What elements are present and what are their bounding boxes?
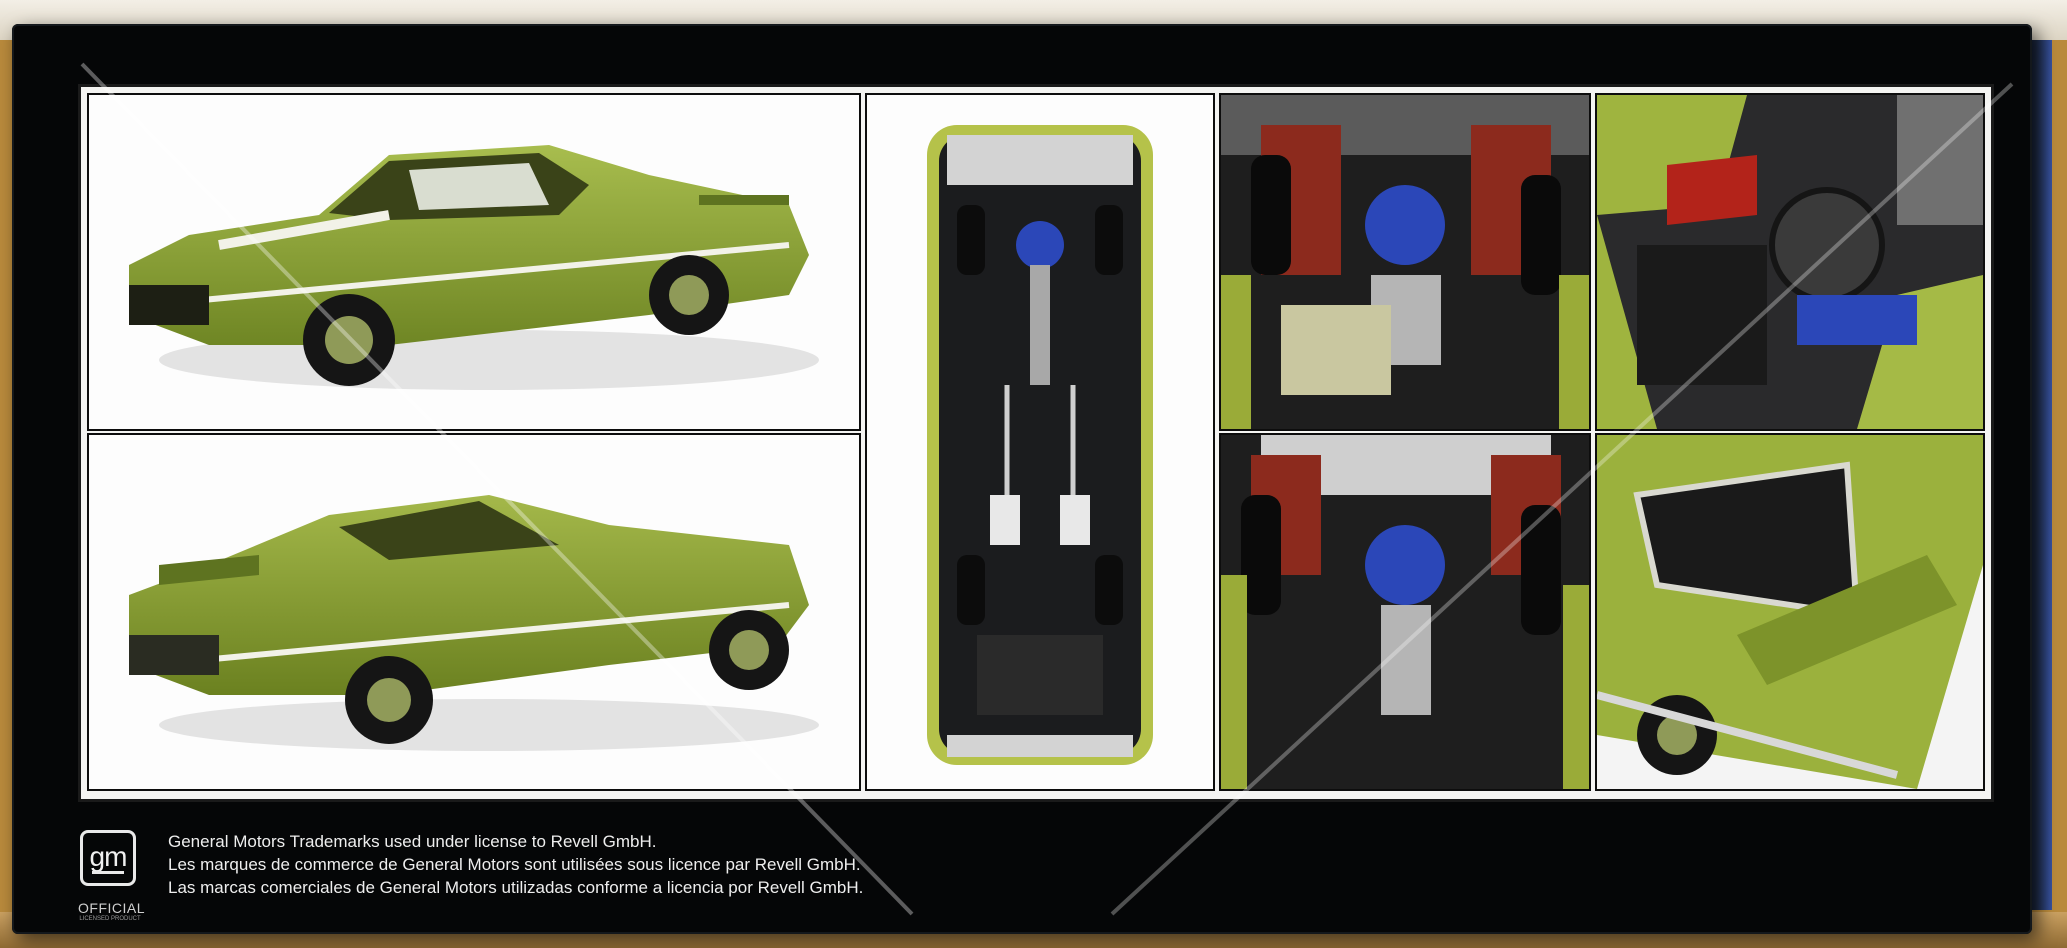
license-text: General Motors Trademarks used under lic… xyxy=(168,830,863,899)
licensed-product-label: LICENSED PRODUCT xyxy=(79,916,141,922)
tile-underside-detail xyxy=(1219,433,1591,791)
license-footer: gm OFFICIAL LICENSED PRODUCT General Mot… xyxy=(78,820,1988,930)
car-front-illustration xyxy=(129,145,819,390)
tile-rear-three-quarter xyxy=(87,433,861,791)
engine-bay-illustration xyxy=(1597,95,1983,429)
trunk-spoiler-illustration xyxy=(1597,435,1983,789)
underside-illustration xyxy=(927,125,1153,765)
kit-box-back: gm OFFICIAL LICENSED PRODUCT General Mot… xyxy=(12,24,2032,934)
gm-logo: gm xyxy=(80,830,136,886)
car-rear-illustration xyxy=(129,495,819,751)
license-line-french: Les marques de commerce de General Motor… xyxy=(168,855,861,874)
tile-underside-full xyxy=(865,93,1215,791)
license-line-spanish: Las marcas comerciales de General Motors… xyxy=(168,878,864,897)
official-label: OFFICIAL xyxy=(78,900,146,916)
license-line-english: General Motors Trademarks used under lic… xyxy=(168,832,657,851)
front-suspension-illustration xyxy=(1221,95,1589,429)
tile-front-three-quarter xyxy=(87,93,861,431)
tile-engine-bay xyxy=(1595,93,1985,431)
photo-panel xyxy=(78,84,1994,802)
underside-detail-illustration xyxy=(1221,435,1589,789)
tile-front-suspension xyxy=(1219,93,1591,431)
tile-trunk-spoiler xyxy=(1595,433,1985,791)
